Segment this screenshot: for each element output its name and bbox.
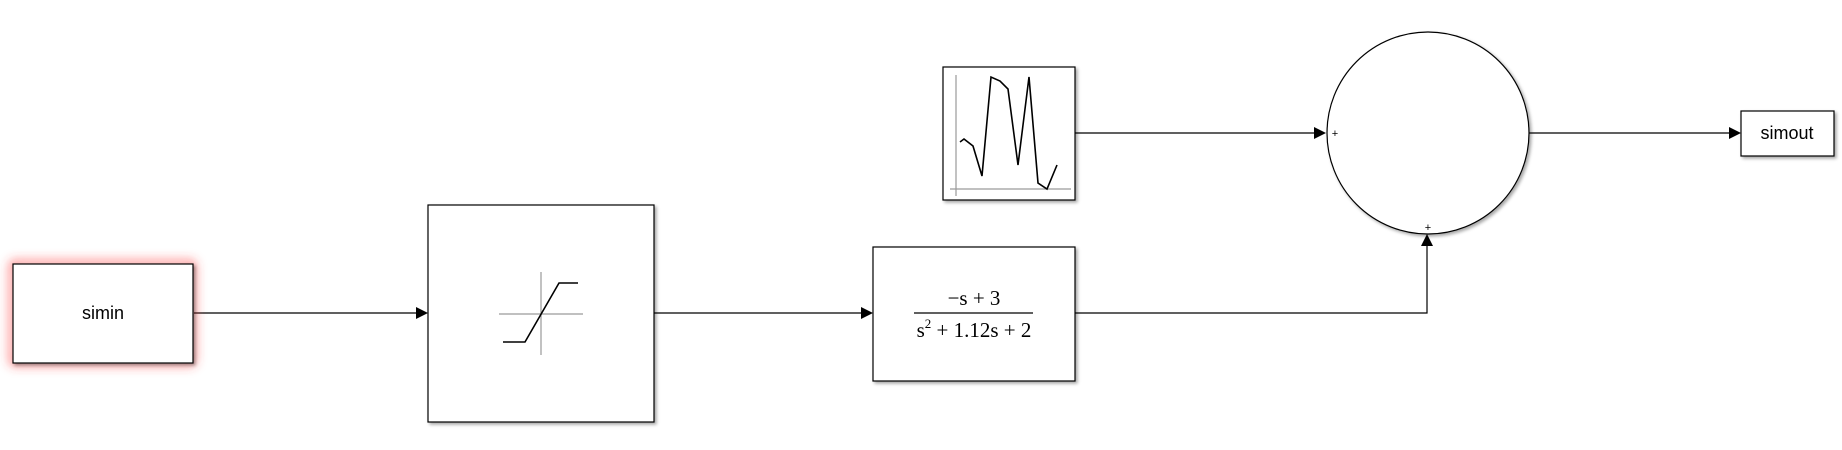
signal-lines <box>194 127 1741 319</box>
simout-label: simout <box>1760 123 1813 143</box>
arrowhead-sum-bottom-in <box>1421 234 1433 246</box>
transfer-fcn-numerator: −s + 3 <box>948 286 1001 310</box>
arrowhead-saturation-in <box>416 307 428 319</box>
sum-sign-left: + <box>1332 128 1338 140</box>
signal-source-block[interactable] <box>942 66 1076 201</box>
sum-sign-bottom: + <box>1425 222 1431 234</box>
simin-label: simin <box>82 303 124 323</box>
arrowhead-transfer-fcn-in <box>861 307 873 319</box>
transfer-fcn-block[interactable]: −s + 3 s2 + 1.12s + 2 <box>872 246 1076 382</box>
transfer-fcn-denominator: s2 + 1.12s + 2 <box>917 316 1032 342</box>
sum-block[interactable]: + + <box>1326 31 1530 235</box>
arrowhead-simout-in <box>1729 127 1741 139</box>
simin-block[interactable]: simin <box>8 259 197 367</box>
arrowhead-sum-left-in <box>1314 127 1326 139</box>
signal-waveform-icon <box>950 75 1071 196</box>
simout-block[interactable]: simout <box>1740 110 1835 157</box>
saturation-icon <box>499 272 583 355</box>
saturation-block[interactable] <box>427 204 655 423</box>
wire-transfer-fcn-to-sum[interactable] <box>1075 246 1428 314</box>
